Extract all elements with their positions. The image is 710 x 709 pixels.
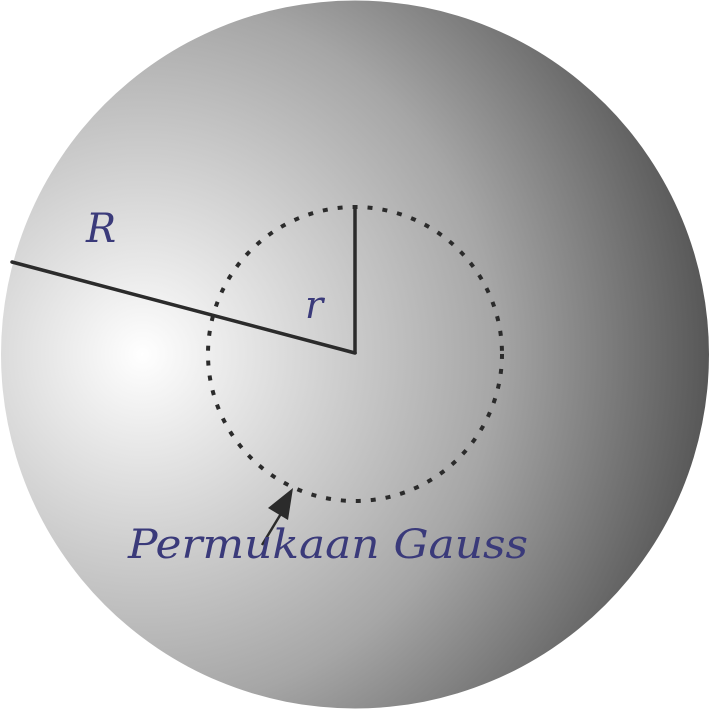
pointer-arrow-shaft xyxy=(260,511,284,546)
inner-radius-label: r xyxy=(305,283,326,327)
pointer-arrow-head xyxy=(268,488,293,520)
outer-radius-label: R xyxy=(85,206,116,252)
gauss-surface-label: Permukaan Gauss xyxy=(127,522,528,568)
outer-radius-line xyxy=(10,260,357,355)
